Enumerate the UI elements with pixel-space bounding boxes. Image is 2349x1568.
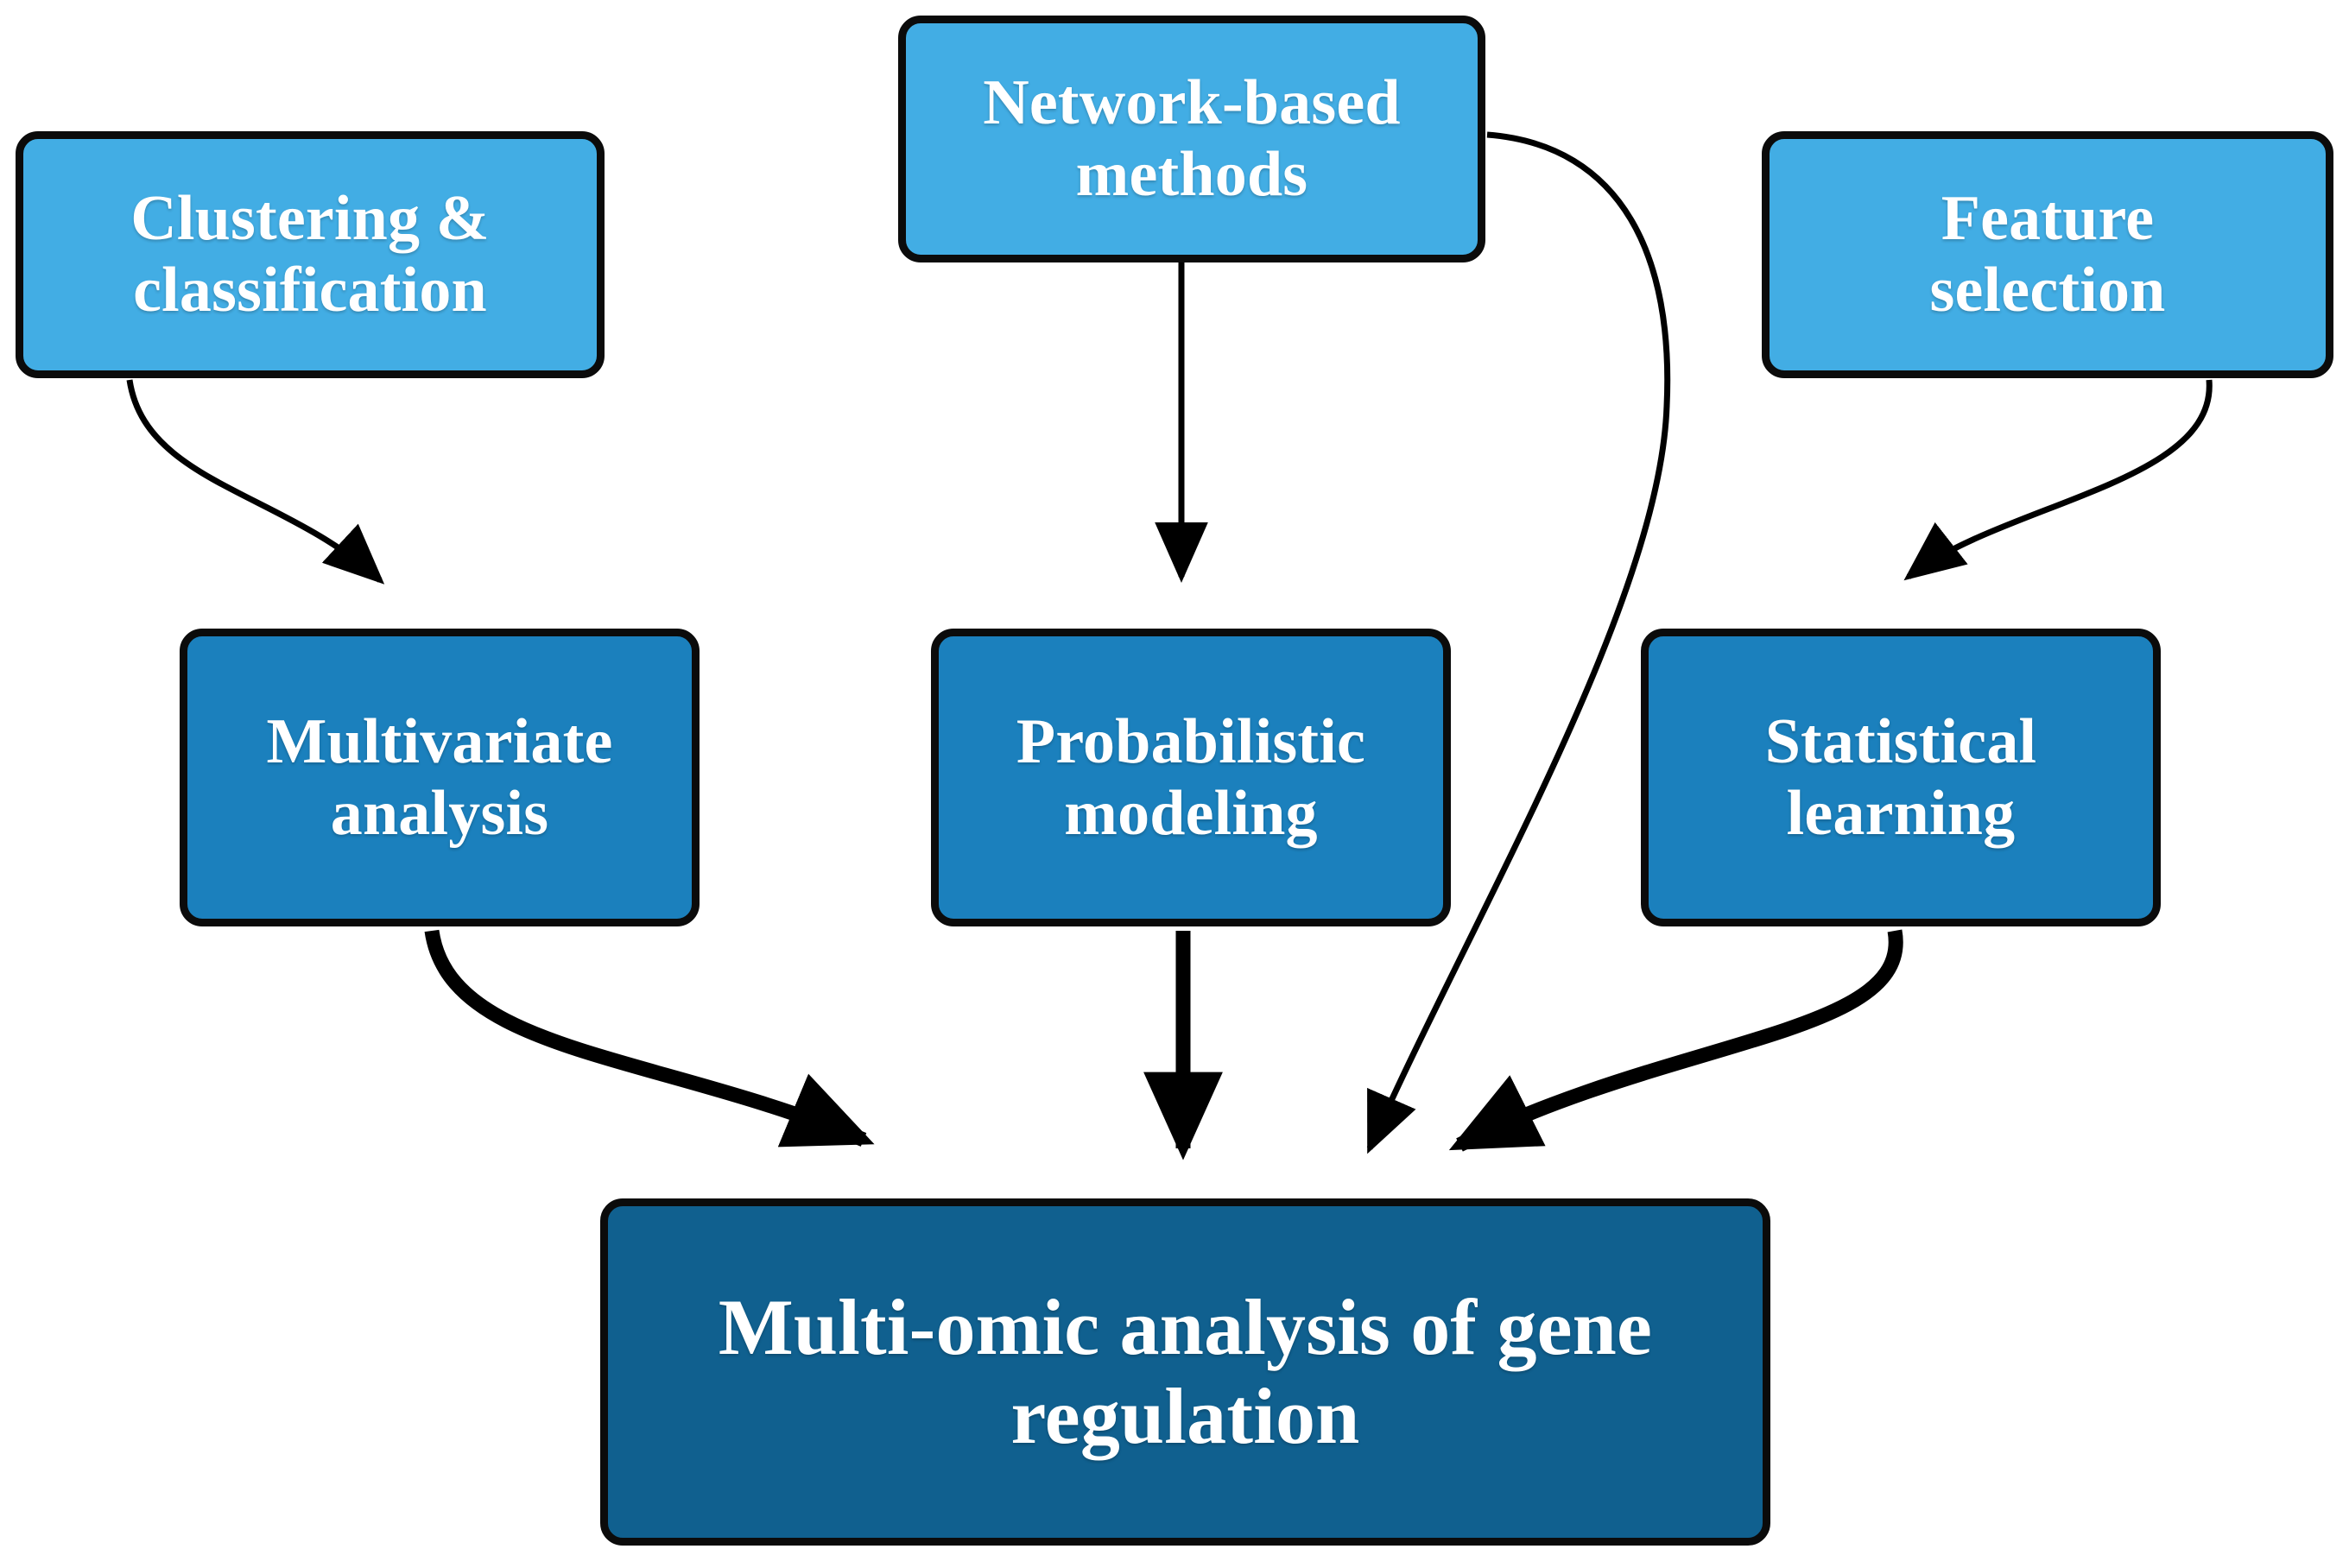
node-multivariate-analysis[interactable]: Multivariate analysis [180,629,700,926]
node-network-based-methods[interactable]: Network-based methods [898,16,1485,262]
edge-multivariate-to-target [424,929,875,1148]
node-label: Multivariate analysis [266,705,613,849]
node-label: Clustering & classification [130,183,490,326]
node-label: Multi-omic analysis of gene regulation [718,1282,1653,1460]
node-label: Statistical learning [1764,705,2037,849]
node-label: Probabilistic modeling [1016,705,1366,849]
edge-statistical-to-target [1448,929,1903,1152]
node-statistical-learning[interactable]: Statistical learning [1641,629,2161,926]
edge-clustering-to-multivariate [126,379,385,585]
node-probabilistic-modeling[interactable]: Probabilistic modeling [931,629,1451,926]
node-multi-omic-analysis-of-gene-regulation[interactable]: Multi-omic analysis of gene regulation [600,1198,1770,1546]
node-label: Feature selection [1929,183,2166,326]
edge-feature-to-statistical [1903,379,2213,581]
node-feature-selection[interactable]: Feature selection [1762,131,2333,378]
node-clustering-and-classification[interactable]: Clustering & classification [16,131,605,378]
node-label: Network-based methods [983,67,1401,210]
